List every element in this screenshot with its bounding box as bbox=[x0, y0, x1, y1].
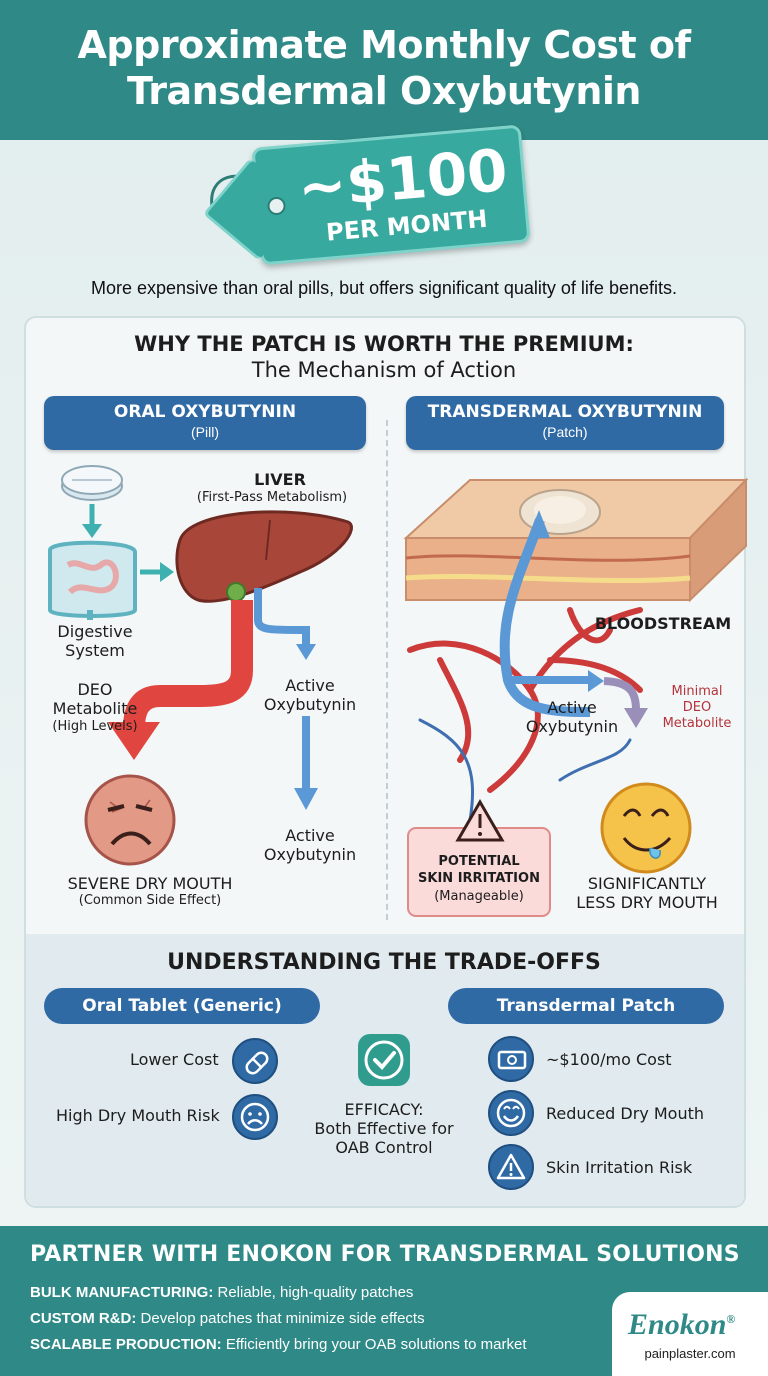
blood-vessels-icon bbox=[407, 607, 643, 793]
title-line-1: Approximate Monthly Cost of bbox=[77, 23, 691, 67]
enokon-logo[interactable]: Enokon® bbox=[628, 1308, 735, 1342]
footer-row-rnd-text: Develop patches that minimize side effec… bbox=[136, 1310, 425, 1327]
tradeoffs-title: UNDERSTANDING THE TRADE-OFFS bbox=[167, 950, 601, 975]
liver-sub-label: (First-Pass Metabolism) bbox=[196, 490, 348, 505]
footer-row-bulk-bold: BULK MANUFACTURING: bbox=[30, 1284, 214, 1301]
active-oxy-2a: Active bbox=[285, 826, 335, 845]
bloodstream-label: BLOODSTREAM bbox=[594, 614, 732, 633]
less-dry-mouth-2: LESS DRY MOUTH bbox=[576, 893, 718, 912]
efficacy-label-1: EFFICACY: bbox=[344, 1100, 424, 1119]
logo-text: Enokon bbox=[628, 1308, 727, 1341]
patch-item-dry-mouth: Reduced Dry Mouth bbox=[546, 1104, 705, 1123]
transdermal-patch-header: Transdermal Patch bbox=[448, 988, 724, 1024]
patch-column-header: TRANSDERMAL OXYBUTYNIN (Patch) bbox=[406, 396, 724, 450]
footer-row-rnd: CUSTOM R&D: Develop patches that minimiz… bbox=[30, 1310, 425, 1327]
oral-header-sub: (Pill) bbox=[191, 424, 219, 440]
patch-item-cost: ~$100/mo Cost bbox=[546, 1050, 672, 1069]
oral-header-title: ORAL OXYBUTYNIN bbox=[113, 402, 297, 422]
active-oxy-1b: Oxybutynin bbox=[263, 695, 357, 714]
veins-icon bbox=[418, 718, 632, 822]
digestive-label-2: System bbox=[65, 641, 125, 660]
patch-active-oxy-2: Oxybutynin bbox=[525, 717, 619, 736]
money-icon bbox=[488, 1036, 534, 1082]
title-line-2: Transdermal Oxybutynin bbox=[127, 69, 641, 113]
deo-label-2: Metabolite bbox=[52, 699, 138, 718]
patch-pathway-diagram bbox=[403, 477, 749, 917]
patch-active-oxy-1: Active bbox=[547, 698, 597, 717]
efficacy-label-3: OAB Control bbox=[335, 1138, 433, 1157]
efficacy-check-icon bbox=[358, 1034, 410, 1086]
footer-row-bulk-text: Reliable, high-quality patches bbox=[213, 1284, 414, 1301]
sad-face-icon bbox=[232, 1094, 278, 1140]
oral-column-header: ORAL OXYBUTYNIN (Pill) bbox=[44, 396, 366, 450]
deo-label-3: (High Levels) bbox=[52, 719, 138, 734]
footer-row-scale-text: Efficiently bring your OAB solutions to … bbox=[221, 1336, 527, 1353]
column-divider bbox=[386, 420, 388, 920]
footer-row-rnd-bold: CUSTOM R&D: bbox=[30, 1310, 137, 1327]
tag-hole-icon bbox=[266, 196, 287, 216]
oral-item-cost: Lower Cost bbox=[130, 1050, 219, 1069]
oral-pathway-diagram bbox=[48, 465, 353, 866]
logo-card bbox=[612, 1292, 768, 1376]
patch-item-irritation: Skin Irritation Risk bbox=[546, 1158, 693, 1177]
active-oxy-1a: Active bbox=[285, 676, 335, 695]
irritation-label-2: SKIN IRRITATION bbox=[418, 871, 540, 886]
minimal-deo-3: Metabolite bbox=[662, 716, 732, 731]
footer-row-scale-bold: SCALABLE PRODUCTION: bbox=[30, 1336, 222, 1353]
pill-icon bbox=[232, 1038, 278, 1084]
page-title: Approximate Monthly Cost of Transdermal … bbox=[0, 22, 768, 114]
mechanism-subtitle: The Mechanism of Action bbox=[251, 358, 517, 382]
digestive-label-1: Digestive bbox=[57, 622, 133, 641]
header-banner: Approximate Monthly Cost of Transdermal … bbox=[0, 0, 768, 140]
minimal-deo-1: Minimal bbox=[671, 684, 723, 699]
smile-icon bbox=[488, 1090, 534, 1136]
mechanism-title: WHY THE PATCH IS WORTH THE PREMIUM: bbox=[134, 332, 634, 356]
less-dry-mouth-1: SIGNIFICANTLY bbox=[587, 874, 707, 893]
warning-icon bbox=[488, 1144, 534, 1190]
severe-dry-mouth-label: SEVERE DRY MOUTH bbox=[67, 874, 233, 893]
patch-header-sub: (Patch) bbox=[542, 424, 588, 440]
skin-irritation-warning-icon bbox=[407, 799, 551, 917]
website-link[interactable]: painplaster.com bbox=[644, 1346, 736, 1361]
patch-header-title: TRANSDERMAL OXYBUTYNIN bbox=[427, 402, 703, 422]
price-tag-body: ~$100 PER MONTH bbox=[251, 124, 531, 266]
irritation-label-3: (Manageable) bbox=[434, 889, 524, 904]
pill-icon bbox=[61, 465, 123, 501]
footer-row-scale: SCALABLE PRODUCTION: Efficiently bring y… bbox=[30, 1336, 527, 1353]
oral-tablet-header: Oral Tablet (Generic) bbox=[44, 988, 320, 1024]
footer-title: PARTNER WITH ENOKON FOR TRANSDERMAL SOLU… bbox=[30, 1242, 740, 1267]
irritation-label-1: POTENTIAL bbox=[438, 854, 520, 869]
oral-item-dry-mouth: High Dry Mouth Risk bbox=[56, 1106, 220, 1125]
happy-face-icon bbox=[600, 782, 692, 874]
efficacy-label-2: Both Effective for bbox=[314, 1119, 454, 1138]
skin-layer-icon bbox=[403, 477, 749, 603]
price-tag: ~$100 PER MONTH bbox=[198, 124, 538, 266]
severe-dry-mouth-sub: (Common Side Effect) bbox=[78, 893, 222, 908]
dry-mouth-sad-face-icon bbox=[84, 774, 176, 866]
cost-subline: More expensive than oral pills, but offe… bbox=[91, 278, 677, 298]
liver-label: LIVER bbox=[254, 470, 306, 489]
minimal-deo-2: DEO bbox=[682, 700, 712, 715]
logo-registered-mark: ® bbox=[726, 1312, 736, 1326]
footer-row-bulk: BULK MANUFACTURING: Reliable, high-quali… bbox=[30, 1284, 413, 1301]
digestive-system-icon bbox=[48, 540, 137, 620]
deo-label-1: DEO bbox=[77, 680, 113, 699]
liver-icon bbox=[175, 510, 353, 603]
active-oxy-2b: Oxybutynin bbox=[263, 845, 357, 864]
